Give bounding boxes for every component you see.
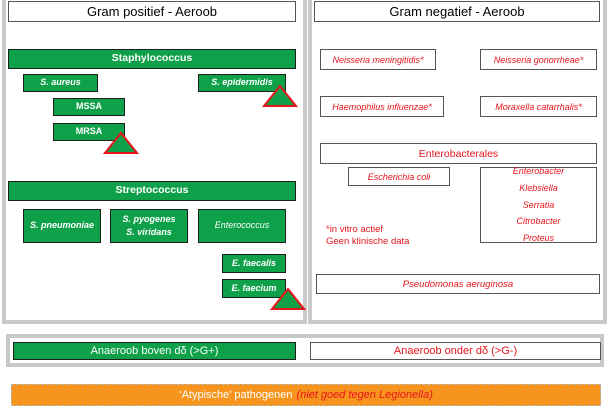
klebsiella-label: Klebsiella <box>519 183 558 194</box>
legionella-note: (niet goed tegen Legionella) <box>296 389 433 401</box>
serratia-label: Serratia <box>522 199 555 210</box>
anaerobe-below-box: Anaeroob onder dδ (>G-) <box>310 342 601 360</box>
enterococcus-box: Enterococcus <box>198 209 286 243</box>
enterobacter-label: Enterobacter <box>512 166 565 177</box>
pseudomonas-aeruginosa-box: Pseudomonas aeruginosa <box>316 274 600 294</box>
proteus-label: Proteus <box>522 232 555 243</box>
s-pneumoniae-box: S. pneumoniae <box>23 209 101 243</box>
in-vitro-note-line1: *in vitro actief <box>326 224 384 235</box>
gram-positive-title: Gram positief - Aeroob <box>8 1 296 22</box>
streptococcus-box: Streptococcus <box>8 181 296 201</box>
moraxella-catarrhalis-box: Moraxella catarrhalis* <box>480 96 597 117</box>
anaerobe-above-box: Anaeroob boven dδ (>G+) <box>13 342 296 360</box>
enterobacter-group-box: Enterobacter Klebsiella Serratia Citroba… <box>480 166 597 243</box>
escherichia-coli-box: Escherichia coli <box>348 167 450 186</box>
atypical-pathogens-bar: ‘Atypische’ pathogenen (niet goed tegen … <box>11 384 601 406</box>
in-vitro-note-line2: Geen klinische data <box>326 235 410 247</box>
neisseria-gonorrheae-box: Neisseria gonorrheae* <box>480 49 597 70</box>
gram-negative-title: Gram negatief - Aeroob <box>314 1 600 22</box>
resistance-triangle-icon-mrsa <box>103 131 139 154</box>
resistance-triangle-icon-epidermidis <box>262 84 298 107</box>
in-vitro-note: *in vitro actief Geen klinische data <box>326 224 409 248</box>
s-pyogenes-viridans-box: S. pyogenes S. viridans <box>110 209 188 243</box>
resistance-triangle-icon-faecium <box>270 287 306 310</box>
s-epidermidis-box: S. epidermidis <box>198 74 286 92</box>
neisseria-meningitidis-box: Neisseria meningitidis* <box>320 49 436 70</box>
mrsa-box: MRSA <box>53 123 125 141</box>
s-aureus-box: S. aureus <box>23 74 98 92</box>
e-faecium-box: E. faecium <box>222 279 286 298</box>
enterobacterales-box: Enterobacterales <box>320 143 597 164</box>
haemophilus-influenzae-box: Haemophilus influenzae* <box>320 96 444 117</box>
s-pyogenes-label: S. pyogenes <box>122 213 176 224</box>
citrobacter-label: Citrobacter <box>516 216 561 227</box>
atypical-pathogens-label: ‘Atypische’ pathogenen <box>179 389 293 401</box>
s-viridans-label: S. viridans <box>126 227 172 237</box>
e-faecalis-box: E. faecalis <box>222 254 286 273</box>
mssa-box: MSSA <box>53 98 125 116</box>
s-pneumoniae-label: S. pneumoniae <box>29 220 94 231</box>
staphylococcus-box: Staphylococcus <box>8 49 296 69</box>
